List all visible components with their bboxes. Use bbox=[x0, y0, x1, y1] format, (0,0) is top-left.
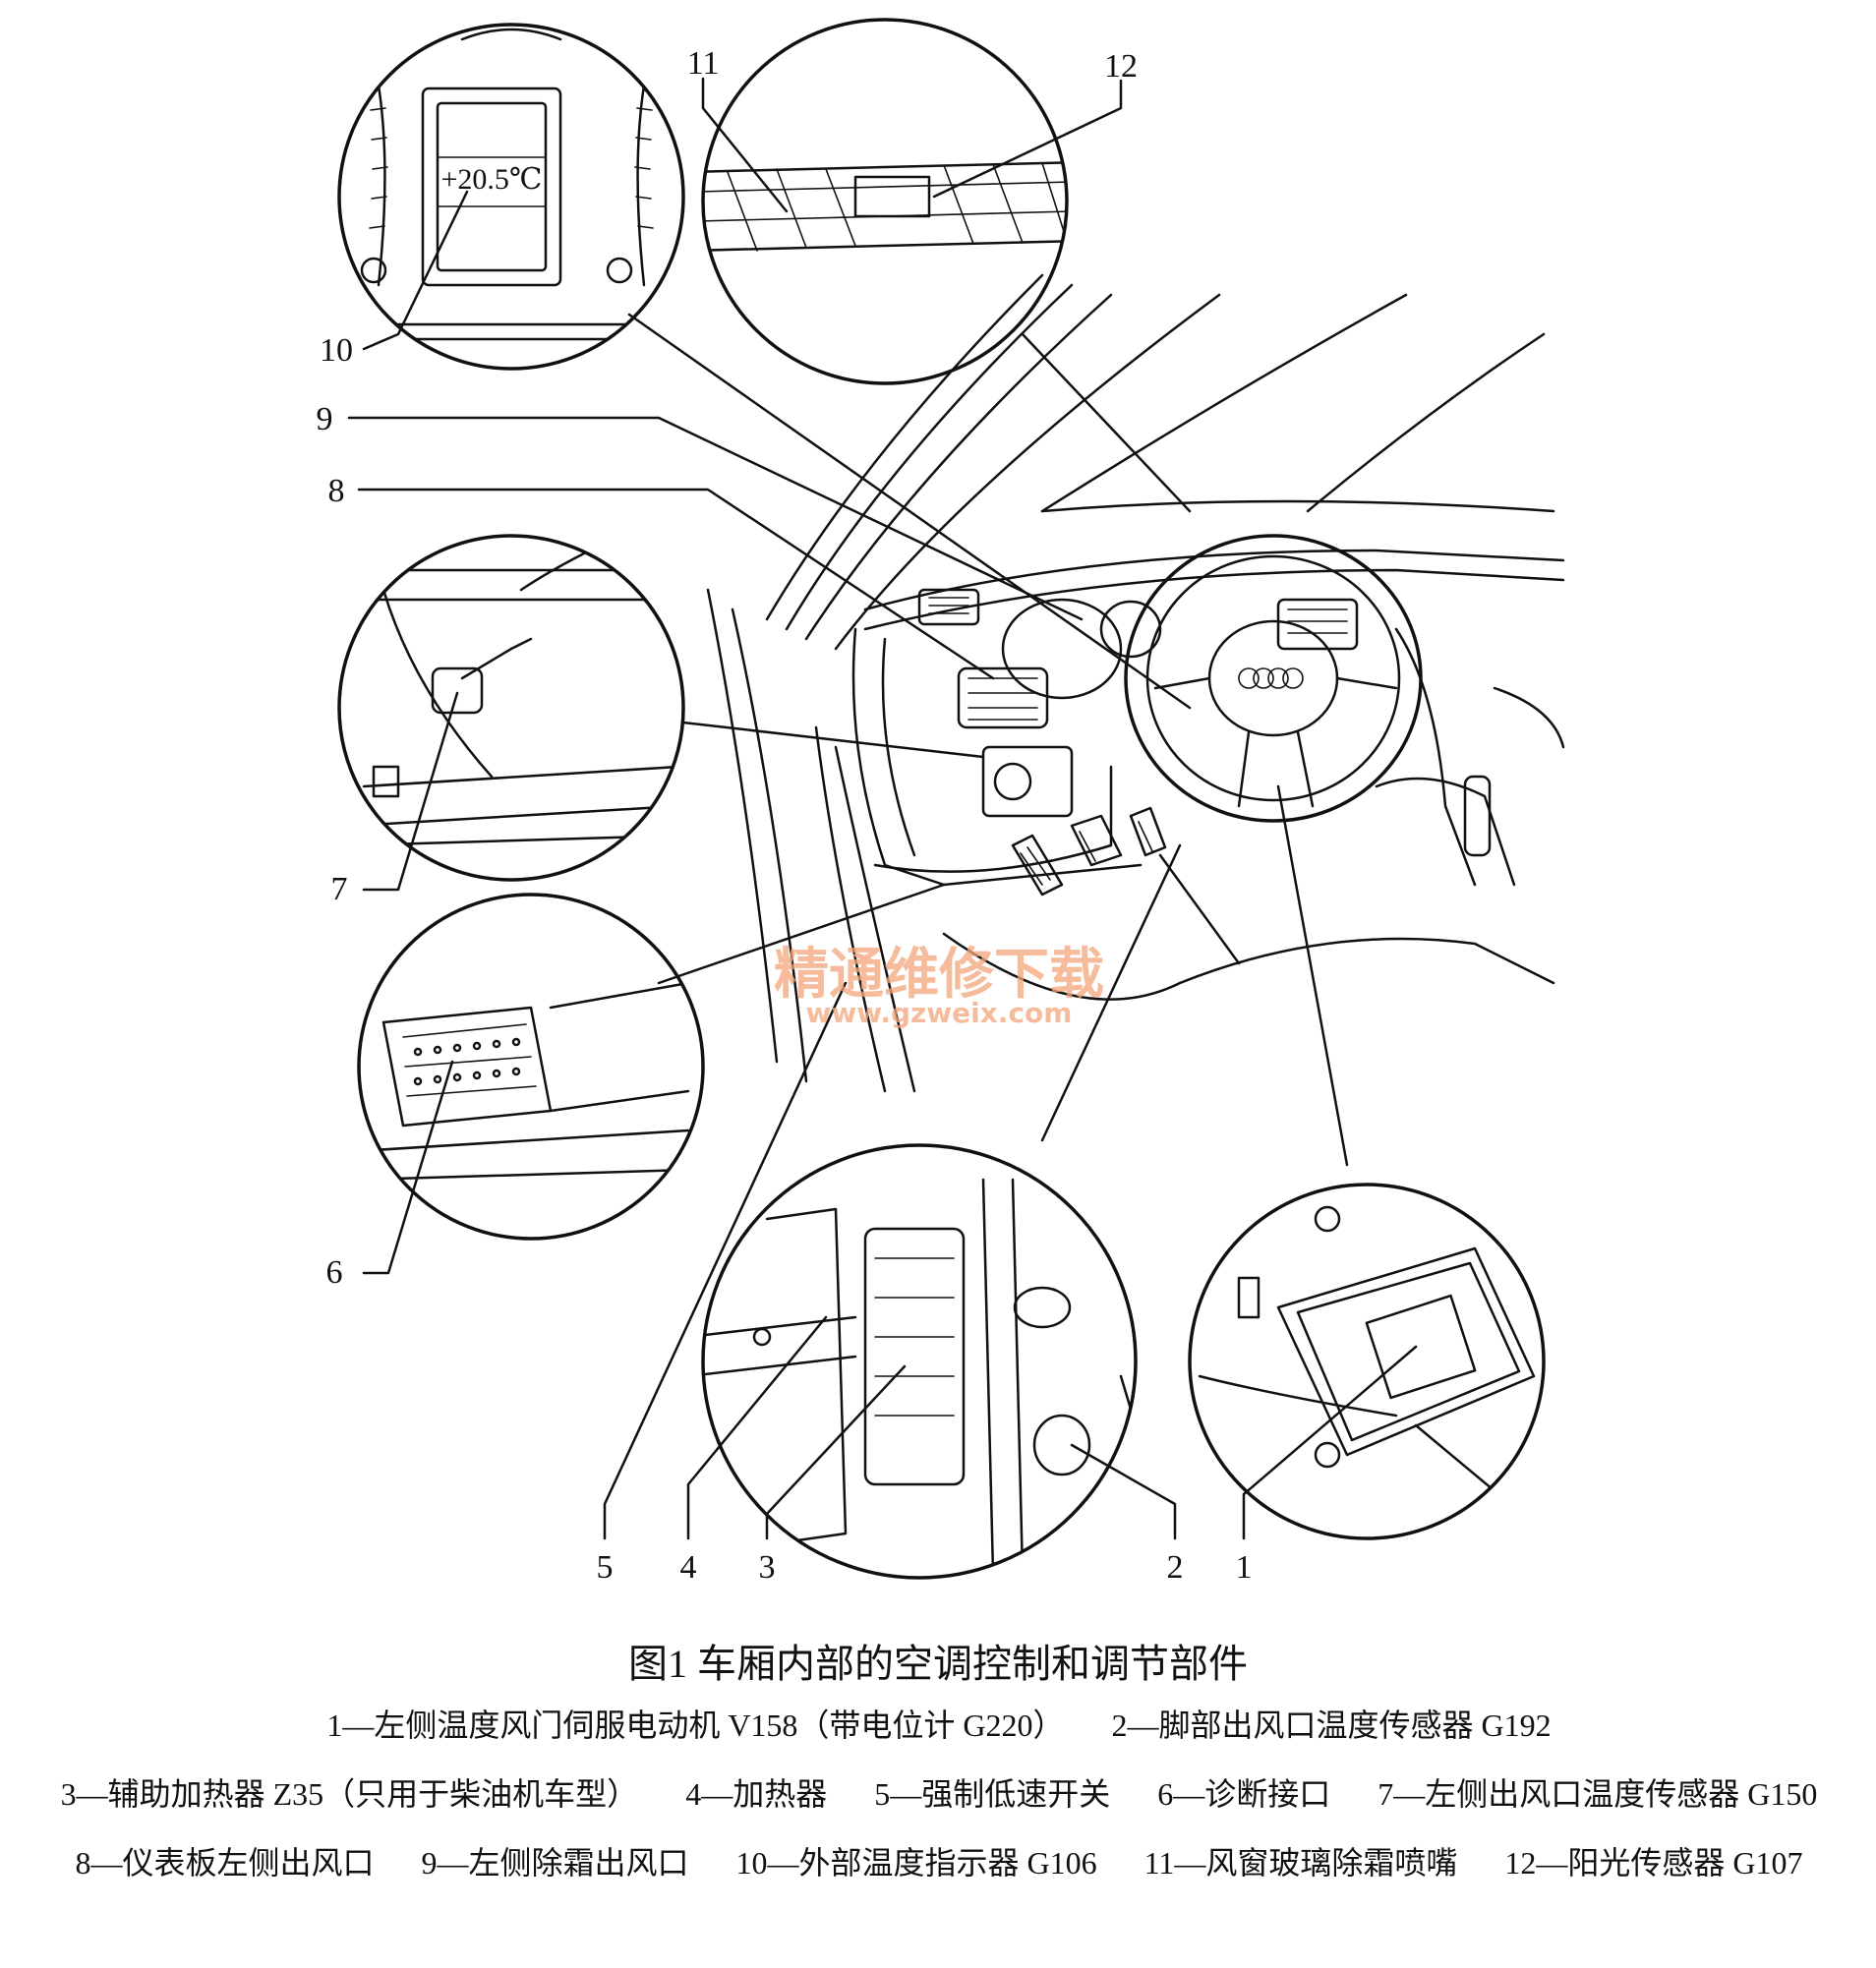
four-rings-logo bbox=[1238, 667, 1304, 689]
callout-circle-11-12 bbox=[701, 18, 1069, 385]
legend-item-3: 3—辅助加热器 Z35（只用于柴油机车型） bbox=[60, 1776, 639, 1812]
legend-item-10: 10—外部温度指示器 G106 bbox=[735, 1845, 1097, 1881]
callout-label-8: 8 bbox=[328, 473, 345, 509]
callout-label-3: 3 bbox=[759, 1549, 776, 1586]
callout-circle-1 bbox=[1188, 1183, 1546, 1540]
car-interior-drawing bbox=[706, 273, 1565, 1093]
callout-circle-6 bbox=[357, 893, 705, 1241]
legend-item-12: 12—阳光传感器 G107 bbox=[1504, 1845, 1803, 1881]
legend-item-11: 11—风窗玻璃除霜喷嘴 bbox=[1143, 1845, 1458, 1881]
callout-label-4: 4 bbox=[680, 1549, 697, 1586]
legend-item-6: 6—诊断接口 bbox=[1157, 1776, 1331, 1812]
callout-circle-2-5 bbox=[701, 1143, 1138, 1580]
legend-item-4: 4—加热器 bbox=[685, 1776, 828, 1812]
callout-label-6: 6 bbox=[326, 1254, 343, 1291]
watermark-url: www.gzweix.com bbox=[806, 997, 1073, 1029]
callout-circle-7 bbox=[337, 534, 685, 882]
callout-label-10: 10 bbox=[320, 332, 353, 369]
callout-numbers: 1 2 3 4 5 6 7 8 9 10 11 12 bbox=[317, 45, 1253, 1586]
callout-label-11: 11 bbox=[687, 45, 720, 82]
legend-item-1: 1—左侧温度风门伺服电动机 V158（带电位计 G220） bbox=[326, 1708, 1065, 1743]
figure-caption: 图1 车厢内部的空调控制和调节部件 bbox=[628, 1642, 1248, 1686]
legend-item-9: 9—左侧除霜出风口 bbox=[421, 1845, 689, 1881]
callout-label-5: 5 bbox=[597, 1549, 614, 1586]
legend-item-2: 2—脚部出风口温度传感器 G192 bbox=[1111, 1708, 1552, 1743]
dashboard-diagram: +20.5℃ bbox=[317, 18, 1565, 1586]
watermark: 精通维修下载 www.gzweix.com bbox=[774, 943, 1104, 1029]
callout-circle-10: +20.5℃ bbox=[337, 23, 685, 371]
legend: 1—左侧温度风门伺服电动机 V158（带电位计 G220） 2—脚部出风口温度传… bbox=[29, 1691, 1848, 1897]
callout-label-2: 2 bbox=[1167, 1549, 1184, 1586]
legend-item-7: 7—左侧出风口温度传感器 G150 bbox=[1378, 1776, 1818, 1812]
temperature-readout: +20.5℃ bbox=[441, 163, 543, 196]
legend-item-5: 5—强制低速开关 bbox=[874, 1776, 1111, 1812]
callout-label-9: 9 bbox=[317, 401, 333, 437]
watermark-text: 精通维修下载 bbox=[774, 943, 1104, 1007]
legend-item-8: 8—仪表板左侧出风口 bbox=[75, 1845, 375, 1881]
callout-label-12: 12 bbox=[1104, 48, 1138, 85]
callout-label-1: 1 bbox=[1236, 1549, 1253, 1586]
callout-label-7: 7 bbox=[331, 871, 348, 907]
callout-leaders bbox=[347, 77, 1418, 1540]
